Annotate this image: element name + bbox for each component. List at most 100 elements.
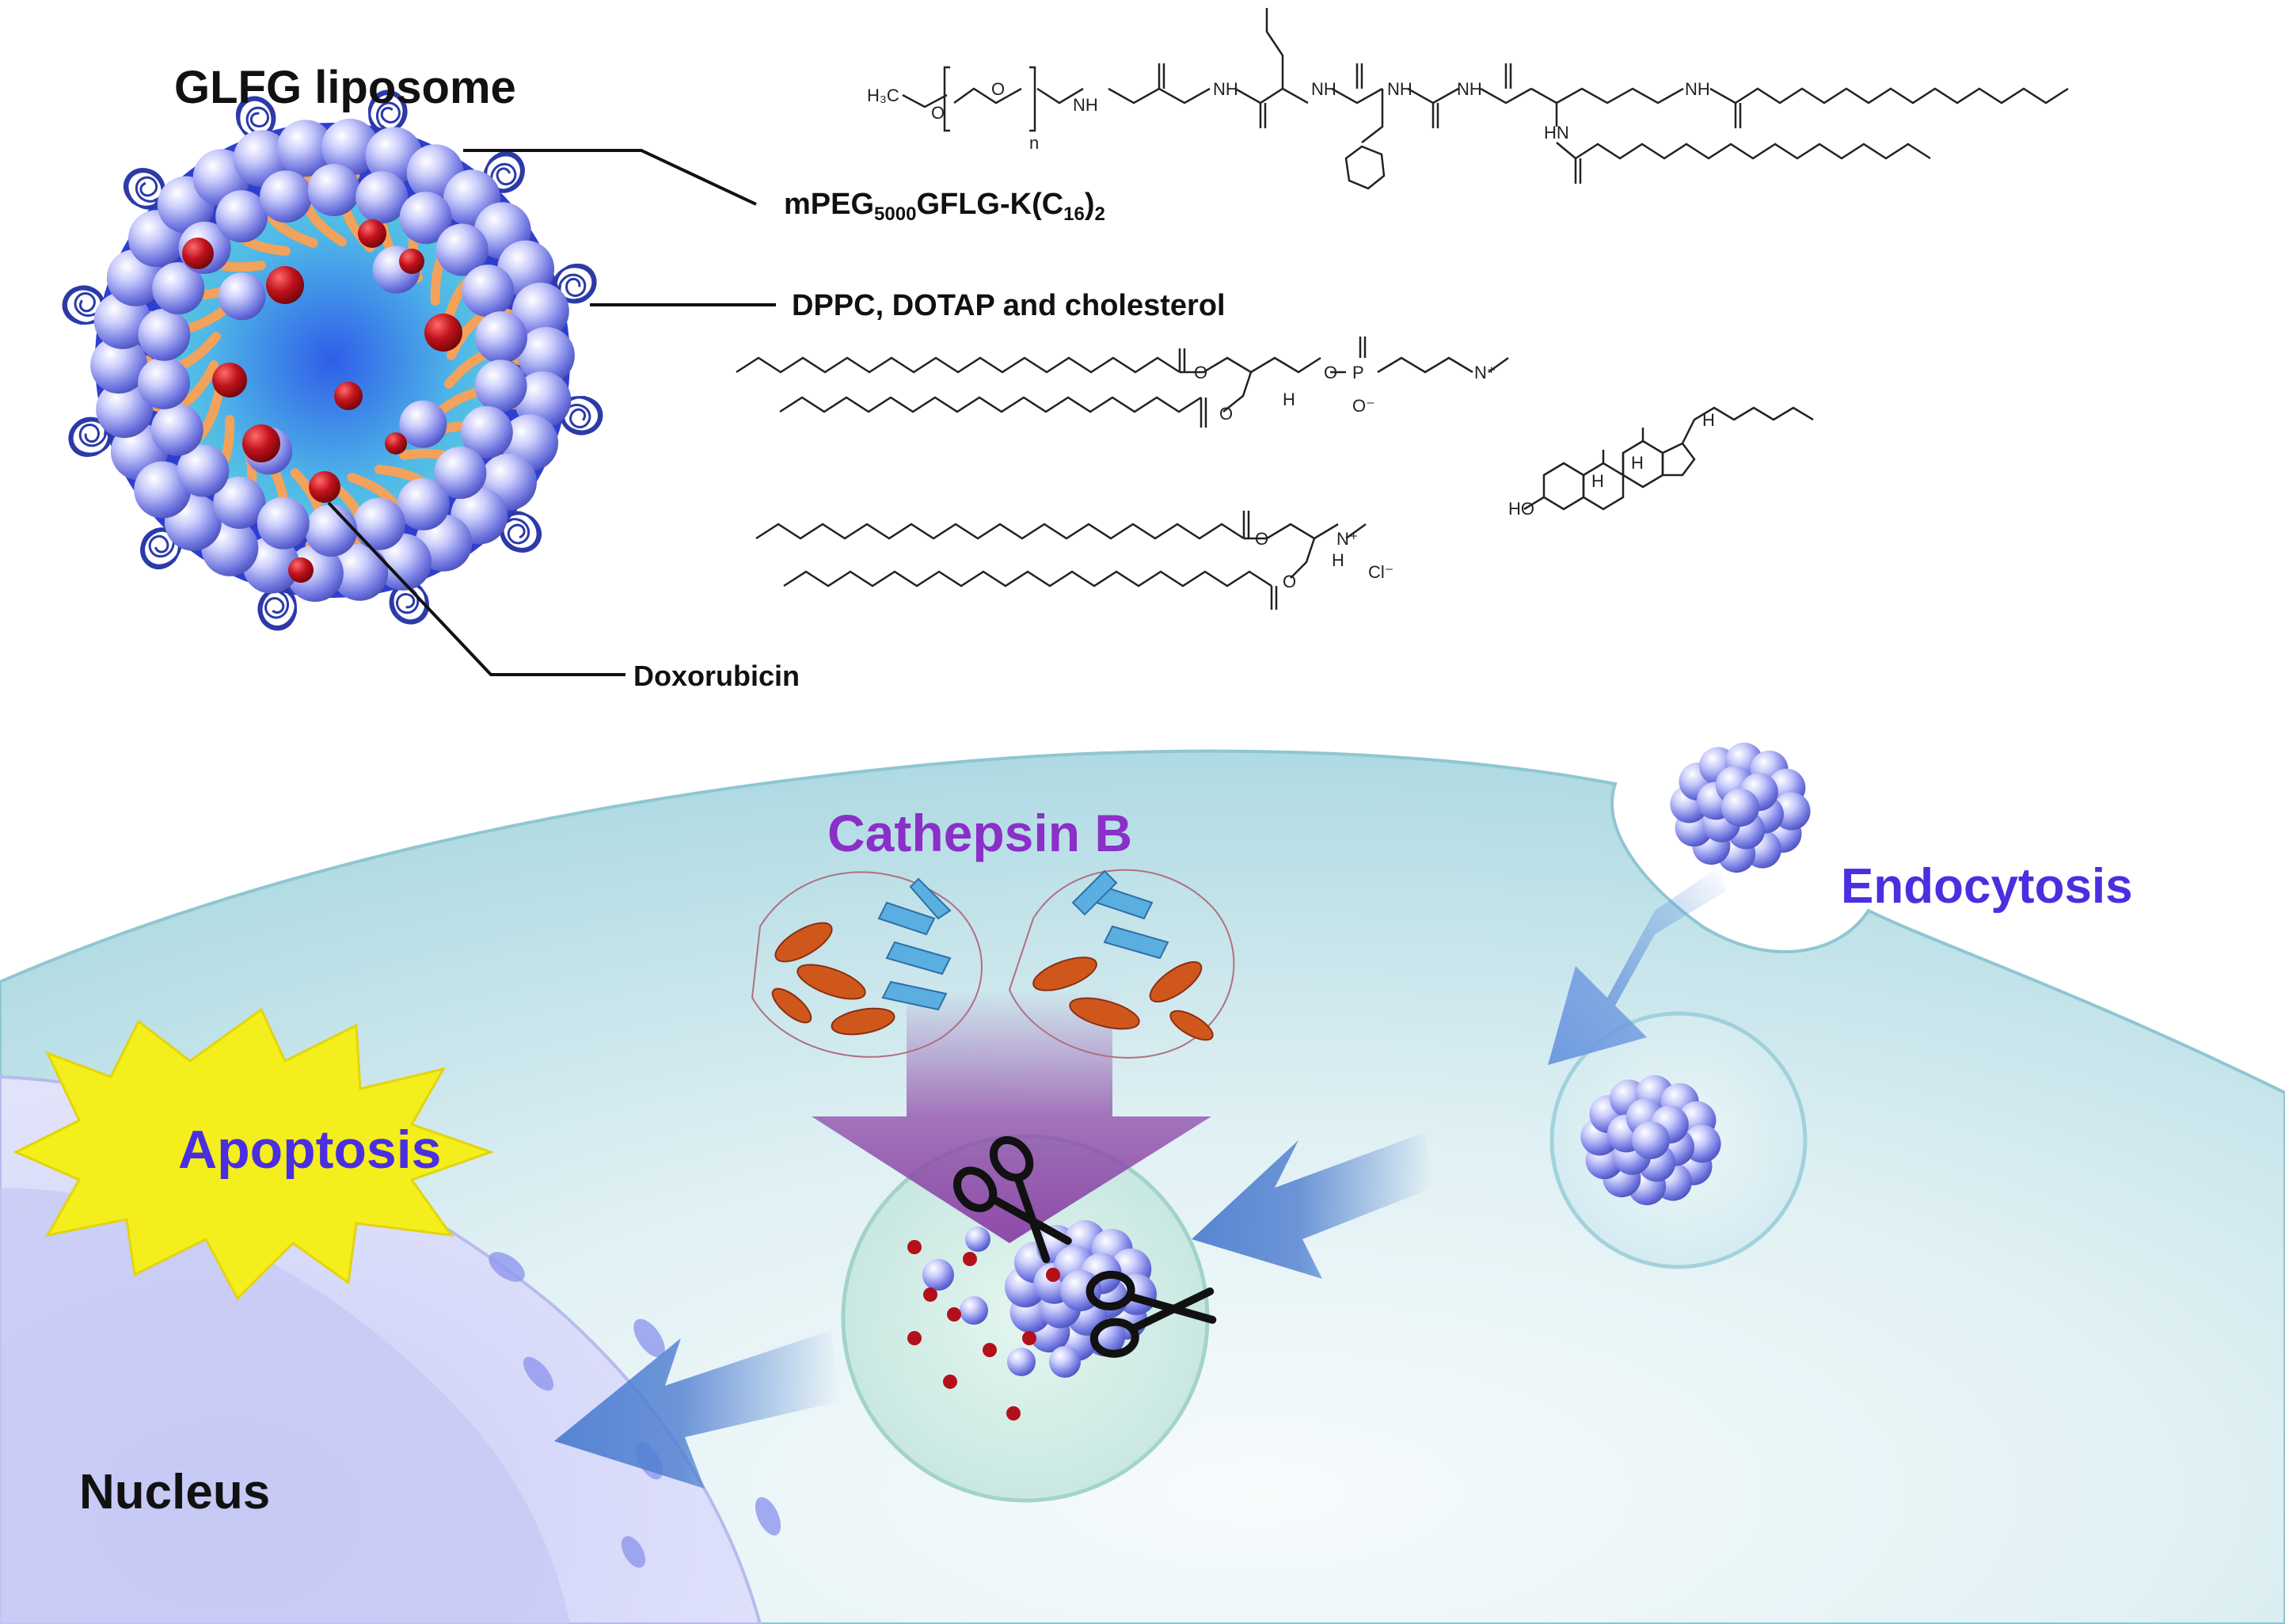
- lipid-headgroup: [462, 264, 515, 318]
- apoptosis-burst: [13, 1007, 495, 1301]
- atom-nh-6: NH: [1685, 79, 1710, 99]
- liposome-illustration: [55, 83, 610, 637]
- atom-h3c: H₃C: [867, 86, 899, 105]
- atom-nh-1: NH: [1073, 95, 1098, 115]
- lipid-headgroup: [152, 262, 205, 315]
- atom-o-2: O: [991, 79, 1005, 99]
- cathepsin-b-protein-right: [1008, 869, 1235, 1059]
- free-lipid-sphere: [960, 1296, 988, 1325]
- atom-o-minus: O⁻: [1352, 396, 1375, 416]
- lipid-headgroup: [399, 192, 452, 245]
- lipid-headgroup: [435, 223, 489, 276]
- doxorubicin-molecule: [288, 557, 314, 583]
- lysosome: [841, 1134, 1210, 1503]
- doxorubicin-molecule: [424, 314, 462, 352]
- lipid-headgroup: [138, 308, 191, 361]
- lipid-headgroup: [517, 326, 575, 384]
- cathepsin-b-protein-left: [751, 871, 983, 1058]
- lipid-headgroup: [215, 190, 268, 243]
- atom-n-plus-dotap: N⁺: [1336, 529, 1359, 549]
- atom-o-dppc-2: O: [1324, 363, 1337, 382]
- scissors-icon: [952, 1135, 1072, 1264]
- lipid-headgroup: [352, 497, 405, 550]
- lipid-headgroup: [213, 476, 266, 529]
- lipid-headgroup: [475, 311, 527, 364]
- released-doxorubicin-molecule: [923, 1287, 937, 1302]
- atom-o-dppc-1: O: [1194, 363, 1207, 382]
- cathepsin-b-label: Cathepsin B: [827, 804, 1132, 862]
- released-doxorubicin-molecule: [907, 1331, 922, 1345]
- atom-nh-3: NH: [1311, 79, 1336, 99]
- endosome: [1549, 1011, 1808, 1269]
- doxorubicin-molecule: [358, 219, 386, 248]
- scissors-icon-2: [1085, 1270, 1217, 1358]
- lipids-label: DPPC, DOTAP and cholesterol: [792, 289, 1226, 322]
- released-doxorubicin-molecule: [907, 1240, 922, 1254]
- lipid-headgroup: [93, 291, 151, 349]
- atom-nh-2: NH: [1213, 79, 1238, 99]
- lipid-headgroup: [355, 171, 409, 224]
- lipid-headgroup: [474, 359, 527, 413]
- lipid-headgroup: [321, 118, 379, 176]
- dotap-structure: [755, 511, 1367, 610]
- lipid-headgroup: [177, 444, 230, 497]
- atom-ho: HO: [1508, 499, 1534, 519]
- endosome-to-lysosome-arrow: [1192, 1132, 1433, 1279]
- lipid-headgroup: [138, 356, 190, 409]
- lipid-headgroup: [434, 447, 487, 500]
- chemical-atom-labels: H₃C O O n NH NH NH NH NH NH HN O O P O⁻ …: [867, 79, 1715, 591]
- free-lipid-sphere: [1049, 1346, 1081, 1378]
- atom-h-dotap: H: [1332, 550, 1344, 570]
- apoptosis-label: Apoptosis: [178, 1120, 441, 1180]
- atom-o-dotap-1: O: [1255, 529, 1268, 549]
- released-doxorubicin-molecule: [1046, 1268, 1060, 1282]
- atom-n-plus-dppc: N⁺: [1474, 363, 1496, 382]
- nucleus-label: Nucleus: [79, 1465, 270, 1519]
- released-doxorubicin-molecule: [947, 1307, 961, 1322]
- lipid-headgroup: [90, 337, 148, 394]
- endocytosis-arrow: [1548, 867, 1726, 1065]
- doxorubicin-molecule: [266, 266, 304, 304]
- atom-p: P: [1352, 363, 1364, 382]
- doxorubicin-molecule: [242, 424, 280, 462]
- lipid-headgroup: [514, 371, 572, 429]
- lipid-headgroup: [305, 504, 358, 557]
- lipid-headgroup: [397, 477, 450, 531]
- cathepsin-arrow: [812, 990, 1211, 1243]
- free-lipid-sphere: [1007, 1348, 1036, 1376]
- lipid-sphere: [1721, 789, 1759, 827]
- chemical-structures: [736, 8, 2069, 610]
- lipid-headgroup: [260, 170, 313, 223]
- atom-h-dppc: H: [1283, 390, 1295, 409]
- atom-nh-5: NH: [1457, 79, 1482, 99]
- lipid-headgroup: [399, 400, 447, 448]
- liposome-cluster-outside: [1670, 742, 1811, 873]
- lipid-headgroup: [276, 120, 334, 177]
- released-doxorubicin-molecule: [943, 1375, 957, 1389]
- leader-lines: [327, 149, 776, 676]
- atom-o-dppc-3: O: [1219, 404, 1233, 424]
- dppc-structure: [736, 337, 1509, 428]
- lipid-headgroup: [150, 403, 203, 456]
- released-doxorubicin-molecule: [1006, 1406, 1021, 1421]
- released-doxorubicin: [907, 1227, 1081, 1421]
- atom-h-chol-3: H: [1591, 471, 1604, 491]
- mpeg-label: mPEG5000GFLG-K(C16)2: [784, 188, 1105, 225]
- lysosome-to-nucleus-arrow: [554, 1330, 839, 1489]
- liposome-title: GLFG liposome: [174, 62, 516, 113]
- lipid-sphere: [1632, 1121, 1670, 1159]
- doxorubicin-molecule: [399, 249, 424, 274]
- cathepsin-b-structures: [751, 869, 1235, 1059]
- doxorubicin-molecule: [334, 382, 363, 410]
- atom-h-chol-2: H: [1631, 453, 1644, 473]
- atom-o-dotap-2: O: [1283, 572, 1296, 591]
- lipid-headgroup: [511, 282, 569, 340]
- mpeg-gflg-structure: [902, 8, 2069, 190]
- doxorubicin-molecule: [212, 363, 247, 397]
- released-doxorubicin-molecule: [963, 1252, 977, 1266]
- released-doxorubicin-molecule: [983, 1343, 997, 1357]
- atom-o-1: O: [931, 103, 945, 123]
- lipid-headgroup: [307, 164, 360, 216]
- atom-h-chol-1: H: [1702, 410, 1715, 430]
